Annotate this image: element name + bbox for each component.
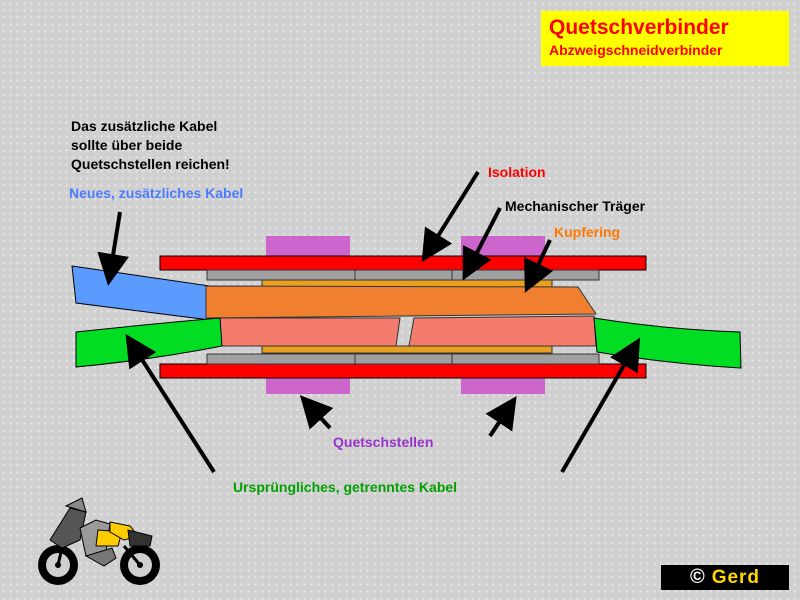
original-core-left: [219, 317, 401, 347]
copyright-badge: © Gerd: [661, 565, 789, 590]
arrow-original-left: [125, 333, 216, 474]
original-cable-left: [75, 317, 223, 368]
arrow-carrier: [462, 207, 502, 281]
crimp-block-bottom-left: [266, 376, 350, 394]
insulation-bottom: [159, 363, 647, 379]
arrow-crimp-left: [299, 395, 334, 430]
note-text: Das zusätzliche Kabel sollte über beide …: [71, 117, 311, 174]
label-crimp-points: Quetschstellen: [333, 434, 434, 450]
motorcycle-icon: [38, 497, 160, 585]
label-insulation: Isolation: [488, 164, 546, 180]
new-cable: [71, 265, 211, 321]
crimp-block-bottom-right: [461, 376, 545, 394]
copyright-name: Gerd: [711, 566, 761, 588]
arrow-original-right: [560, 337, 641, 474]
original-cable-right: [593, 317, 742, 369]
copyright-symbol: ©: [689, 566, 706, 588]
note-line-1: Das zusätzliche Kabel: [71, 118, 218, 134]
arrow-crimp-right: [485, 396, 517, 438]
insulation-top: [159, 255, 647, 271]
label-carrier: Mechanischer Träger: [505, 198, 646, 214]
note-line-2: sollte über beide: [71, 137, 183, 153]
arrow-insulation: [421, 170, 480, 263]
title-box: Quetschverbinder Abzweigschneidverbinder: [541, 11, 789, 66]
crimp-block-top-right: [461, 236, 545, 258]
carrier-bottom: [206, 353, 600, 365]
label-copper: Kupfering: [554, 224, 621, 240]
original-core-right: [408, 315, 597, 347]
carrier-top: [206, 269, 600, 281]
diagram-subtitle: Abzweigschneidverbinder: [549, 42, 723, 58]
crimp-block-top-left: [266, 236, 350, 258]
label-original-cable: Ursprüngliches, getrenntes Kabel: [233, 479, 458, 495]
diagram-title: Quetschverbinder: [549, 16, 729, 39]
arrow-copper: [524, 239, 554, 293]
label-new-cable: Neues, zusätzliches Kabel: [69, 185, 244, 201]
copper-ring-bottom: [261, 345, 553, 354]
arrow-new-cable: [97, 211, 129, 286]
note-line-3: Quetschstellen reichen!: [71, 156, 230, 172]
new-cable-core: [205, 285, 597, 319]
